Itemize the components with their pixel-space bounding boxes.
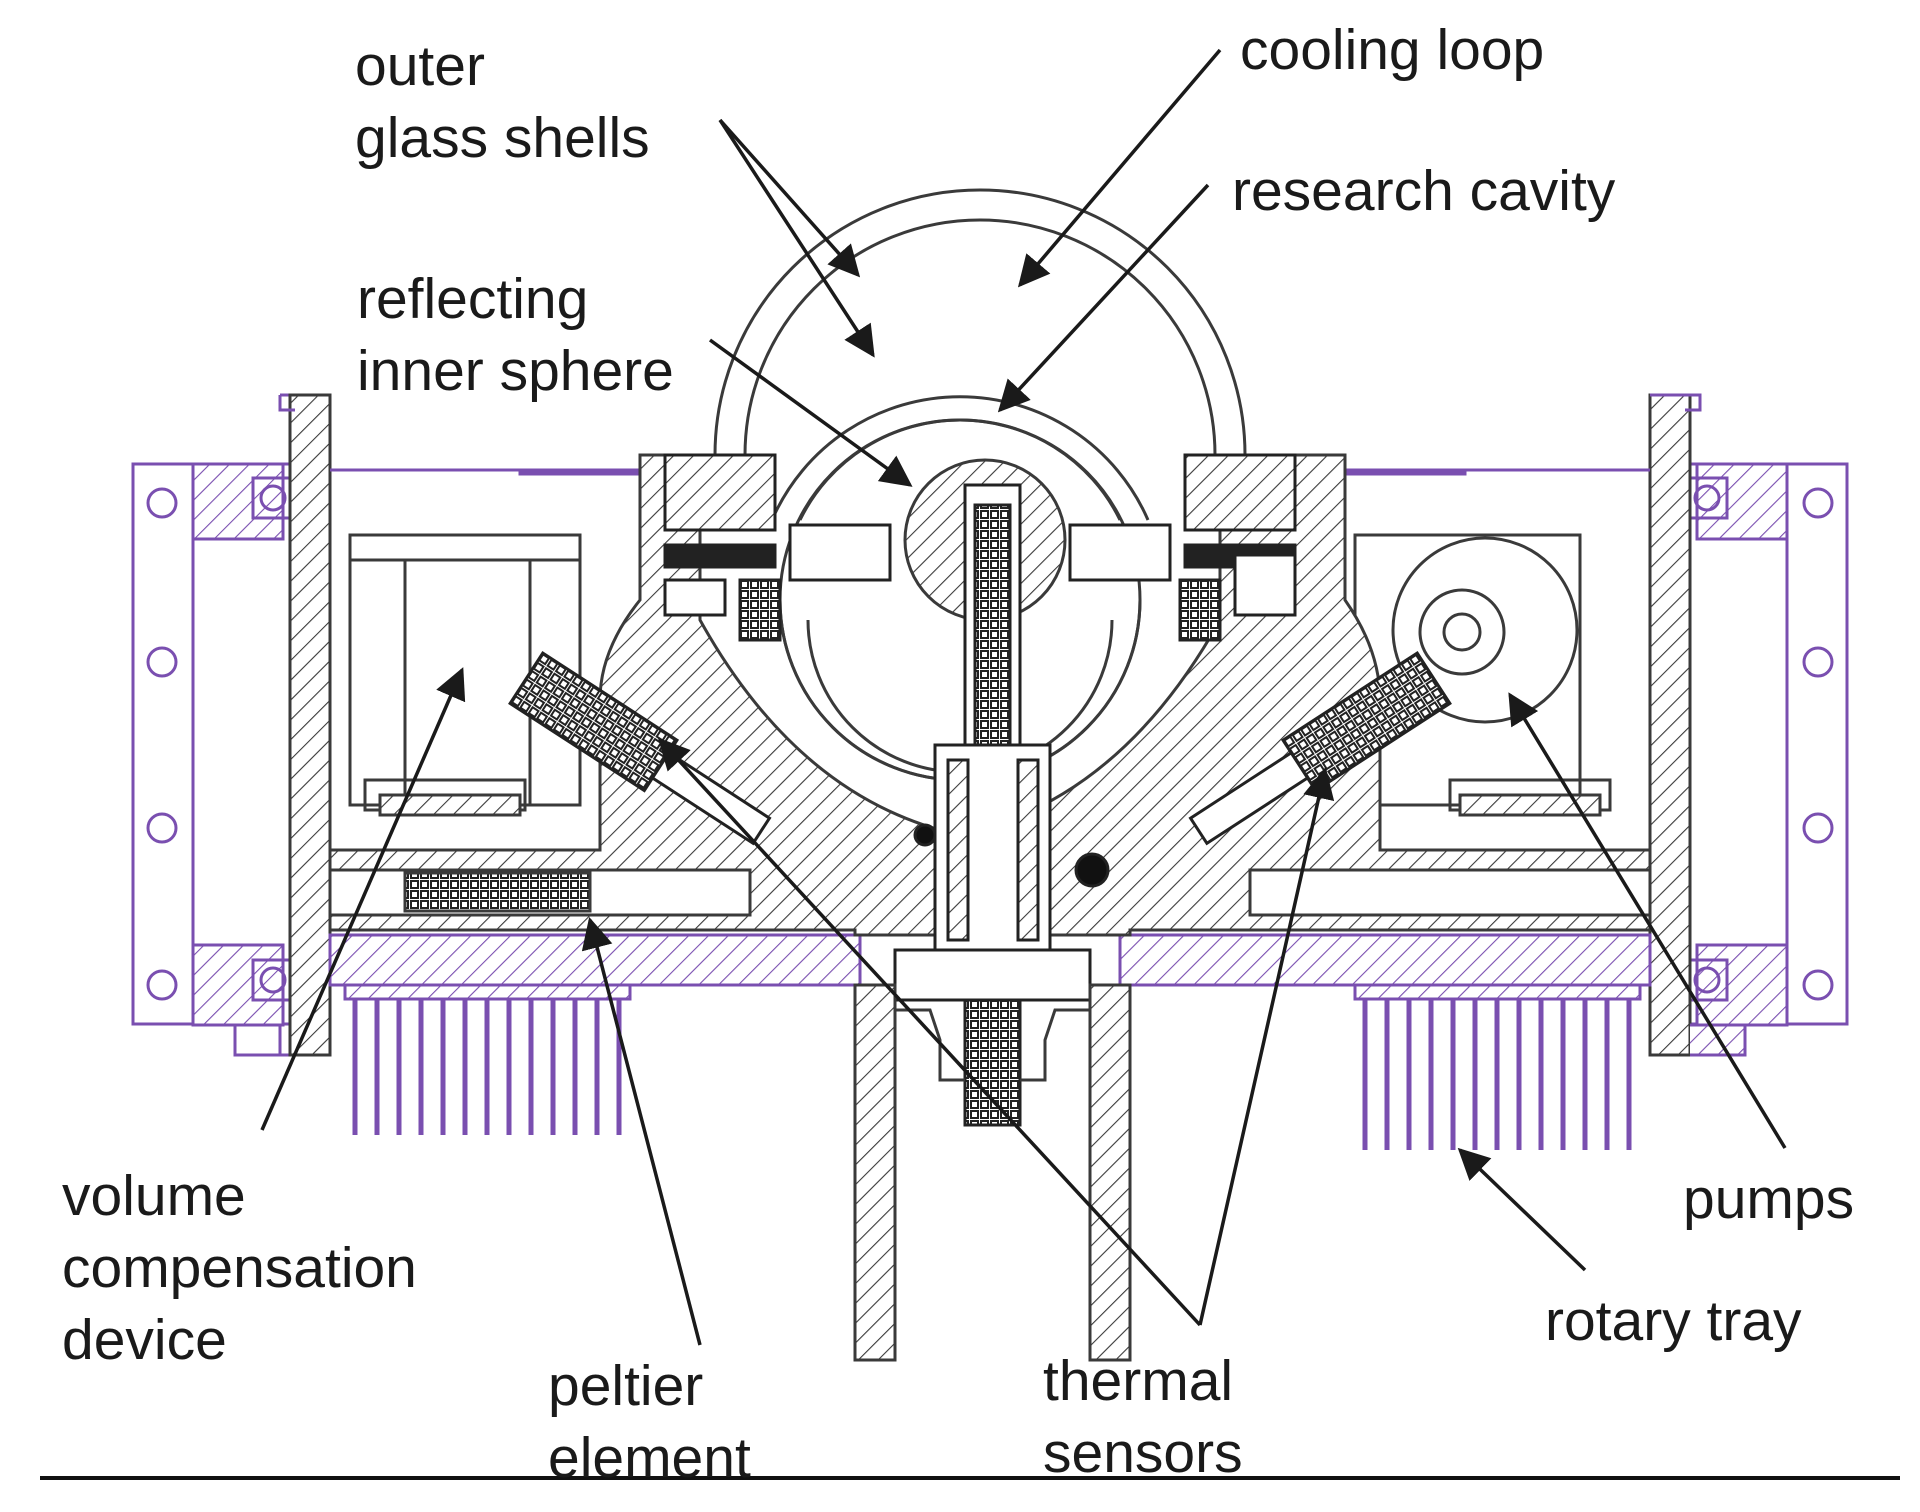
label-line: cooling loop — [1240, 18, 1545, 82]
label-line: outer — [355, 34, 485, 98]
label-reflecting-inner-sphere: reflecting inner sphere — [357, 263, 674, 407]
label-outer-glass-shells: outer glass shells — [355, 30, 650, 174]
label-line: peltier — [548, 1354, 704, 1418]
leader-lines — [260, 48, 1787, 1346]
stem-tubes — [853, 983, 1132, 1362]
heat-sink-left — [343, 983, 632, 1135]
label-line: glass shells — [355, 106, 650, 170]
label-line: element — [548, 1426, 751, 1490]
label-pumps: pumps — [1683, 1163, 1854, 1235]
central-column — [893, 483, 1092, 1127]
label-research-cavity: research cavity — [1232, 155, 1615, 227]
label-line: device — [62, 1308, 227, 1372]
label-thermal-sensors: thermal sensors — [1043, 1345, 1243, 1489]
label-cooling-loop: cooling loop — [1240, 14, 1544, 86]
label-line: rotary tray — [1545, 1289, 1802, 1353]
label-line: thermal — [1043, 1349, 1234, 1413]
shell-clamps — [663, 453, 1297, 642]
label-line: reflecting — [357, 267, 589, 331]
left-purple-frame — [131, 393, 332, 1057]
label-line: inner sphere — [357, 339, 674, 403]
main-body — [328, 453, 1652, 937]
label-volume-compensation-device: volume compensation device — [62, 1160, 417, 1376]
sensor-probes — [508, 650, 1452, 888]
pump-housing — [1353, 533, 1612, 817]
label-line: compensation — [62, 1236, 417, 1300]
label-rotary-tray: rotary tray — [1545, 1285, 1802, 1357]
right-purple-frame — [1648, 393, 1849, 1057]
label-line: volume — [62, 1164, 246, 1228]
label-line: research cavity — [1232, 159, 1616, 223]
label-line: pumps — [1683, 1167, 1855, 1231]
label-line: sensors — [1043, 1421, 1243, 1485]
heat-sink-right — [1353, 983, 1642, 1150]
label-peltier-element: peltier element — [548, 1350, 751, 1494]
